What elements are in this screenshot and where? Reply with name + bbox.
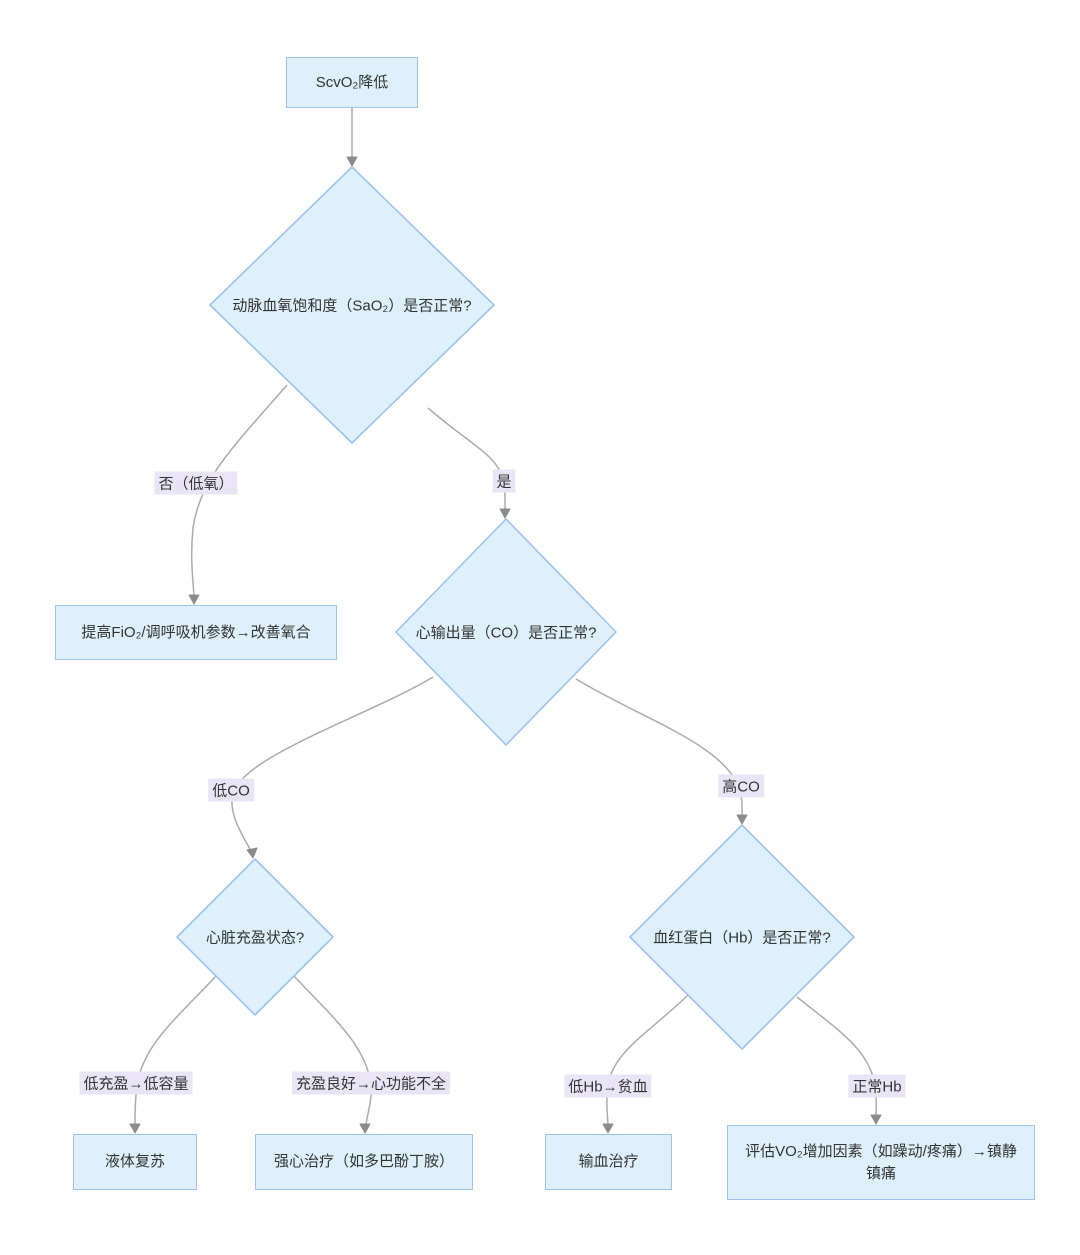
diamond-filling-shape (176, 858, 334, 1016)
node-filling-question: 心脏充盈状态? (205, 929, 305, 947)
edge-label-normal-hb: 正常Hb (848, 1074, 906, 1098)
diamond-hb-shape (629, 824, 855, 1050)
arrowhead (870, 1114, 882, 1125)
edge-label-high-co: 高CO (718, 774, 764, 798)
edge-label-yes: 是 (492, 469, 516, 493)
edge-co-to-filling (231, 676, 434, 850)
edge-sao2-to-oxygen (190, 384, 288, 597)
edge-label-low-co: 低CO (208, 778, 254, 802)
node-oxygen-action: 提高FiO₂/调呼吸机参数→改善氧合 (55, 605, 337, 660)
edge-label-good-filling: 充盈良好→心功能不全 (291, 1071, 451, 1095)
node-vo2-action: 评估VO₂增加因素（如躁动/疼痛）→镇静镇痛 (727, 1125, 1035, 1200)
edge-label-low-filling: 低充盈→低容量 (79, 1071, 193, 1095)
arrowhead (602, 1123, 614, 1134)
node-fluid-action: 液体复苏 (73, 1134, 197, 1190)
diamond-co-shape (395, 518, 617, 746)
edge-filling-to-fluid (134, 975, 217, 1125)
node-hb-question: 血红蛋白（Hb）是否正常? (653, 929, 831, 947)
edge-co-to-hb (575, 678, 743, 816)
arrowhead (246, 847, 258, 859)
arrowhead (346, 156, 358, 167)
arrowhead (129, 1123, 141, 1134)
arrowhead (736, 814, 748, 825)
node-inotrope-action: 强心治疗（如多巴酚丁胺） (255, 1134, 473, 1190)
arrowhead (188, 594, 200, 605)
edge-label-low-hb: 低Hb→贫血 (564, 1074, 652, 1098)
edge-sao2-to-co (427, 407, 506, 510)
node-transfusion-action: 输血治疗 (545, 1134, 672, 1190)
node-start: ScvO₂降低 (286, 57, 418, 108)
edge-hb-to-transfusion (606, 994, 689, 1125)
edge-label-no-hypoxia: 否（低氧） (154, 471, 238, 495)
edge-filling-to-inotrope (293, 975, 372, 1125)
diamond-sao2-shape (209, 166, 495, 444)
arrowhead (499, 508, 511, 519)
node-sao2-question: 动脉血氧饱和度（SaO₂）是否正常? (232, 297, 472, 315)
node-co-question: 心输出量（CO）是否正常? (415, 624, 597, 642)
arrowhead (359, 1123, 371, 1134)
